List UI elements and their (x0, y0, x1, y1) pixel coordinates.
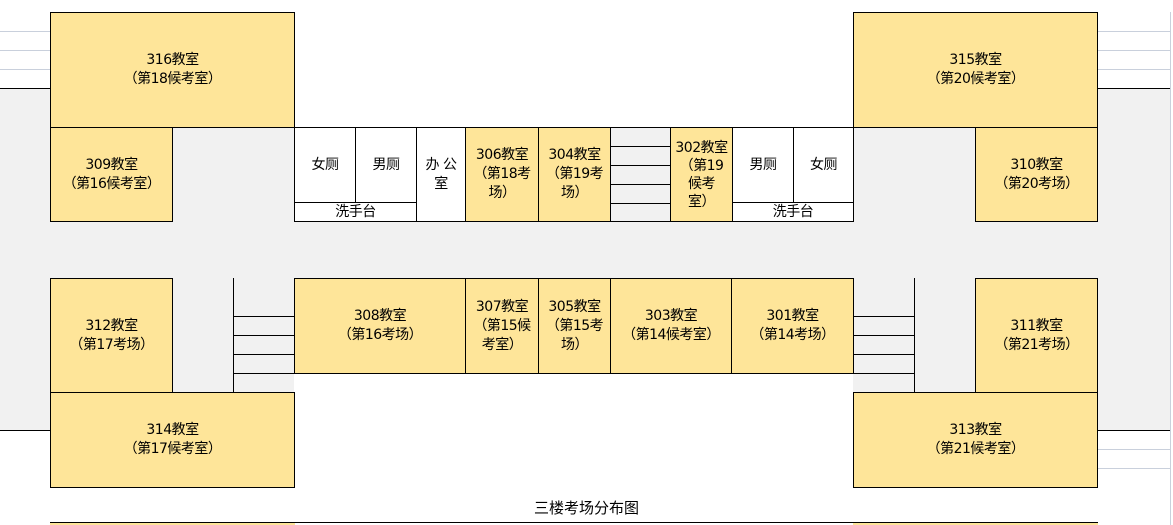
room-label: 301教室 (766, 308, 819, 324)
room-label: 女厕 (311, 156, 340, 173)
sink-area: 洗手台 (294, 202, 417, 222)
gridline (0, 69, 50, 70)
room-usage: （第16候考室） (62, 175, 161, 192)
room-label: 309教室 (85, 156, 138, 173)
room-label: 男厕 (749, 156, 778, 173)
mens-restroom: 男厕 (355, 127, 417, 203)
room-label: 306教室 (475, 147, 529, 163)
room-usage: 场） (561, 336, 589, 353)
gridline (0, 31, 50, 32)
room-label: 302教室 (675, 139, 728, 156)
room-usage: （第19 (679, 157, 724, 174)
room-label: 307教室 (475, 298, 529, 315)
room-label: 316教室 (146, 52, 199, 68)
room-usage: （第17考场） (69, 336, 154, 353)
room-usage: 考室） (481, 336, 523, 353)
gridline (0, 50, 50, 51)
room-label: 314教室 (146, 422, 199, 438)
room-usage: （第14候考室） (622, 327, 720, 343)
gridline (1170, 12, 1171, 525)
room-usage: （第15候 (473, 317, 531, 334)
room-306[interactable]: 306教室 （第18考场） (465, 127, 539, 222)
room-label: 310教室 (1010, 156, 1063, 173)
room-305[interactable]: 305教室 （第15考场） (538, 278, 611, 374)
room-usage: （第16考场） (337, 327, 423, 343)
room-304[interactable]: 304教室 （第19考场） (538, 127, 611, 222)
room-label: 313教室 (949, 422, 1002, 438)
room-usage: （第21考场） (994, 336, 1079, 353)
courtyard-top (294, 60, 853, 127)
office: 办 公室 (416, 127, 466, 222)
room-usage: （第18候考室） (123, 71, 222, 87)
room-303[interactable]: 303教室 （第14候考室） (610, 278, 732, 374)
room-label: 311教室 (1010, 317, 1063, 334)
room-label: 312教室 (85, 317, 138, 334)
room-label: 男厕 (372, 156, 401, 173)
room-308[interactable]: 308教室 （第16考场） (294, 278, 466, 374)
floor-plan-title: 三楼考场分布图 (533, 499, 639, 517)
room-307[interactable]: 307教室 （第15候考室） (465, 278, 539, 374)
room-usage: 室） (688, 193, 716, 210)
next-row-border (50, 522, 1098, 523)
sink-area: 洗手台 (732, 202, 854, 222)
room-usage: （第20考场） (994, 175, 1079, 192)
womens-restroom: 女厕 (294, 127, 356, 203)
room-usage: （第19考 (545, 166, 604, 182)
staircase (610, 127, 671, 222)
room-label: 洗手台 (772, 204, 814, 220)
room-label: 洗手台 (335, 204, 376, 220)
mens-restroom: 男厕 (732, 127, 794, 203)
room-usage: （第14考场） (750, 327, 835, 343)
room-usage: 场） (488, 185, 517, 201)
room-label: 305教室 (548, 298, 601, 315)
womens-restroom: 女厕 (793, 127, 854, 203)
room-label: 室 (434, 175, 448, 192)
room-usage: （第20候考室） (926, 71, 1025, 87)
gridline (1097, 449, 1170, 450)
room-301[interactable]: 301教室 （第14考场） (731, 278, 854, 374)
staircase (853, 278, 915, 393)
room-usage: 场） (561, 185, 589, 201)
gridline (1097, 468, 1170, 469)
room-usage: 候考 (688, 175, 716, 192)
room-314[interactable]: 314教室 （第17候考室） (50, 392, 295, 488)
staircase (233, 278, 295, 393)
room-label: 303教室 (644, 308, 698, 324)
courtyard-bottom (294, 373, 853, 488)
gridline (1097, 31, 1170, 32)
room-313[interactable]: 313教室 （第21候考室） (853, 392, 1098, 488)
room-309[interactable]: 309教室 （第16候考室） (50, 127, 173, 222)
room-311[interactable]: 311教室 （第21考场） (975, 278, 1098, 393)
room-usage: （第15考 (545, 317, 604, 334)
room-label: 308教室 (353, 308, 407, 324)
room-310[interactable]: 310教室 （第20考场） (975, 127, 1098, 222)
room-label: 女厕 (810, 156, 838, 173)
gridline (1097, 50, 1170, 51)
room-usage: （第17候考室） (123, 441, 222, 457)
next-row-room (853, 523, 1098, 525)
room-315[interactable]: 315教室 （第20候考室） (853, 12, 1098, 128)
room-label: 315教室 (949, 52, 1002, 68)
room-usage: （第21候考室） (926, 441, 1025, 457)
room-label: 办 公 (425, 156, 457, 173)
gridline (1097, 69, 1170, 70)
room-label: 304教室 (548, 147, 601, 163)
room-312[interactable]: 312教室 （第17考场） (50, 278, 173, 393)
room-316[interactable]: 316教室 （第18候考室） (50, 12, 295, 128)
next-row-room (50, 523, 295, 525)
room-usage: （第18考 (473, 166, 531, 182)
